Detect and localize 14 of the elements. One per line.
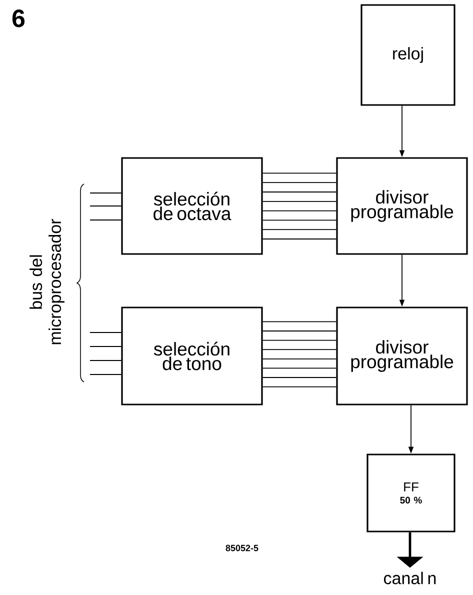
text-label: canal n bbox=[384, 572, 436, 584]
block-box: divisor programable bbox=[336, 306, 468, 406]
bus-lines bbox=[90, 192, 122, 220]
block-box: FF 50 % bbox=[366, 454, 456, 532]
block-box: divisor programable bbox=[336, 157, 468, 255]
block-box: selección de octava bbox=[121, 157, 263, 255]
block-box: selección de tono bbox=[121, 306, 263, 406]
number-label: 6 bbox=[12, 10, 25, 28]
bus-label: bus del microprocesador bbox=[30, 219, 64, 344]
bus-lines bbox=[90, 332, 122, 375]
bus-lines bbox=[262, 321, 337, 388]
figure-code: 85052-5 bbox=[226, 544, 258, 552]
bus-lines bbox=[262, 172, 337, 240]
block-box: reloj bbox=[360, 4, 456, 106]
